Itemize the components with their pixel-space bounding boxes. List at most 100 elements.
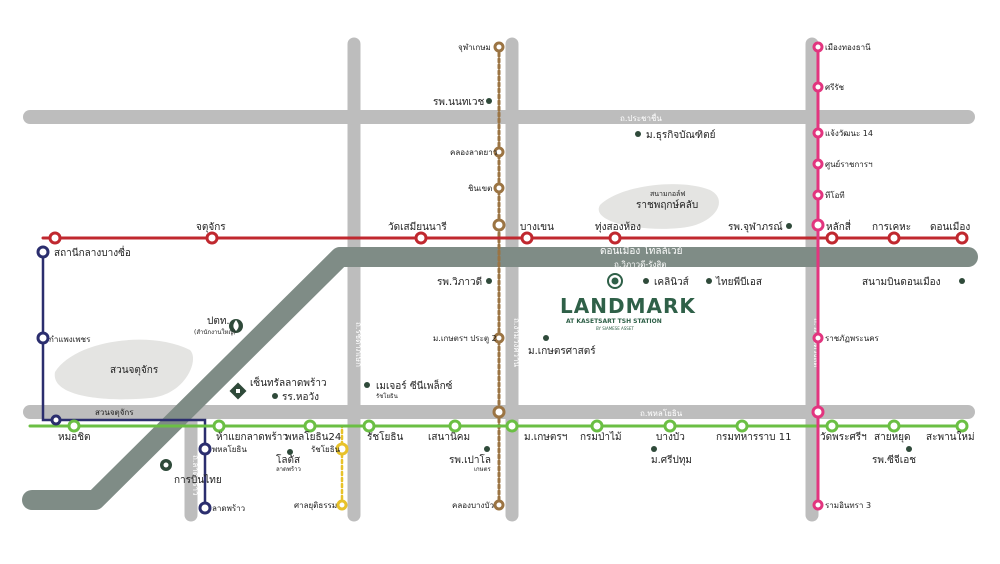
label-ratchayothin-yellow: รัชโยธิน [311, 444, 341, 454]
landmark-subtitle: AT KASETSART TSH STATION [566, 318, 662, 325]
poi-dot-vibhavadi [486, 278, 492, 284]
road-label-phahonyothin: ถ.พหลโยธิน [640, 408, 683, 418]
station-mueang-thong [812, 41, 824, 53]
station-kasetsart-2 [493, 332, 505, 344]
poi-dot-kasetsart [543, 335, 549, 341]
landmark-developer: BY SIAMESE ASSET [596, 326, 634, 331]
poi-markers [272, 98, 965, 455]
label-thai-airways: การบินไทย [174, 474, 222, 486]
road-label-vibhavadi: ถ.วิภาวดี-รังสิต [614, 260, 667, 269]
station-lak-si [825, 231, 839, 245]
station-tot [812, 189, 824, 201]
station-saphan-mai [955, 419, 969, 433]
station-kamphaeng-phet [36, 331, 50, 345]
label-chulabhorn: รพ.จุฬาภรณ์ [728, 221, 783, 233]
label-mo-chit: หมอชิต [58, 432, 90, 443]
poi-dot-major [364, 382, 370, 388]
label-central: เซ็นทรัลลาดพร้าว [250, 375, 327, 389]
label-suan-chatuchak-park: สวนจตุจักร [110, 365, 159, 376]
road-label-prachachuen: ถ.ประชาชื่น [620, 112, 662, 123]
label-ha-yaek: ห้าแยกลาดพร้าว [216, 431, 288, 443]
label-kasetsart-2: ม.เกษตรฯ ประตู 2 [433, 334, 497, 344]
label-chinkhet: ชินเขต [468, 184, 492, 193]
label-sanyuttham: ศาลยุติธรรม [294, 501, 337, 510]
label-chatuchak: จตุจักร [196, 222, 226, 233]
label-lotus: โลตัส [276, 453, 300, 466]
station-don-mueang [955, 231, 969, 245]
station-royal-forest [590, 419, 604, 433]
station-bang-sue-blue [36, 245, 50, 259]
poi-dot-sripatum [651, 446, 657, 452]
station-brown-junction [492, 218, 506, 232]
station-infantry-11 [735, 419, 749, 433]
label-paolo-sub: เกษตร [474, 466, 492, 473]
label-phahon-yothin-24: พหลโยธิน24 [285, 430, 341, 443]
station-thung-song-hong [608, 231, 622, 245]
label-rajabhat: ราชภัฏพระนคร [825, 334, 880, 343]
station-suan-chatuchak [50, 414, 62, 426]
label-ram-inthra-3: รามอินทรา 3 [825, 501, 871, 510]
suan-chatuchak-park [54, 339, 194, 400]
station-phahon-yothin-24 [303, 419, 317, 433]
poi-dot-chulabhorn [786, 223, 792, 229]
label-sripatum: ม.ศรีปทุม [651, 454, 692, 466]
yellow-line-stations [335, 442, 349, 511]
label-chuchat: จุฬาเกษม [458, 43, 491, 52]
station-bang-sue [48, 231, 62, 245]
label-vibhavadi: รพ.วิภาวดี [437, 276, 482, 288]
station-pink-phahon [811, 405, 825, 419]
label-kan-kheha: การเคหะ [872, 222, 911, 233]
station-gov-center [812, 158, 824, 170]
label-thung-song-hong: ทุ่งสองห้อง [595, 221, 641, 233]
road-label-ngamwongwan: ถ.งามวงศ์วาน [512, 318, 522, 368]
landmark-project: LANDMARK AT KASETSART TSH STATION BY SIA… [560, 294, 696, 331]
poi-dot-lotus [287, 449, 293, 455]
label-wat-phra-sri: วัดพระศรีฯ [820, 431, 867, 443]
poi-dot-sikarin [906, 446, 912, 452]
label-chaeng-14: แจ้งวัฒนะ 14 [825, 129, 873, 138]
poi-dot-airport [959, 278, 965, 284]
label-major: เมเจอร์ ซีนีเพล็กซ์ [376, 378, 453, 392]
station-brown-phahon [492, 405, 506, 419]
poi-dot-clinic [643, 278, 649, 284]
label-infantry-11: กรมทหารราบ 11 [716, 432, 791, 443]
station-si-rat [812, 81, 824, 93]
label-khlong-lat-yao: คลองลาดยาว [450, 148, 497, 157]
label-suan-chatuchak: สวนจตุจักร [95, 408, 134, 417]
label-bang-bua: บางบัว [656, 432, 685, 443]
station-sai-yud [887, 419, 901, 433]
expressway [22, 247, 978, 510]
brown-line-stations [492, 41, 506, 511]
label-gov-center: ศูนย์ราชการฯ [825, 159, 873, 170]
road-label-lat-phrao: ถ.ลาดพร้าว [191, 455, 200, 496]
red-line-stations [48, 231, 969, 245]
label-lat-phrao-mrt: ลาดพร้าว [212, 504, 245, 513]
label-dpu: ม.ธุรกิจบัณฑิตย์ [646, 129, 715, 141]
label-phahon-yothin-mrt: พหลโยธิน [212, 444, 247, 454]
central-icon [229, 382, 247, 400]
label-ptt-sub: (สำนักงานใหญ่) [194, 328, 236, 336]
station-lak-si-pink [811, 218, 825, 232]
label-sikarin: รพ.ซีจีเอช [872, 454, 916, 466]
station-mo-chit [67, 419, 81, 433]
station-phahon-yothin-mrt [198, 442, 212, 456]
ptt-icon [229, 319, 243, 333]
blue-line-stations [36, 245, 212, 515]
green-line-stations [67, 419, 969, 433]
landmark-title: LANDMARK [560, 294, 696, 318]
station-ratchayothin [362, 419, 376, 433]
expressway-tollway [22, 247, 978, 510]
station-ha-yaek [212, 419, 226, 433]
station-wat-samian [414, 231, 428, 245]
poi-dot-dpu [635, 131, 641, 137]
poi-labels: รพ.นนทเวช ม.ธุรกิจบัณฑิตย์ สนามกอล์ฟ ราช… [110, 97, 941, 486]
station-wat-phra-sri [825, 419, 839, 433]
station-khlong-bang-bua [493, 499, 505, 511]
station-rajabhat [812, 332, 824, 344]
label-nonthavej: รพ.นนทเวช [433, 97, 484, 108]
label-ratchayothin: รัชโยธิน [367, 430, 403, 443]
poi-dot-thai-pbs [706, 278, 712, 284]
label-mueang-thong: เมืองทองธานี [825, 43, 871, 52]
pink-line-stations [811, 41, 825, 511]
